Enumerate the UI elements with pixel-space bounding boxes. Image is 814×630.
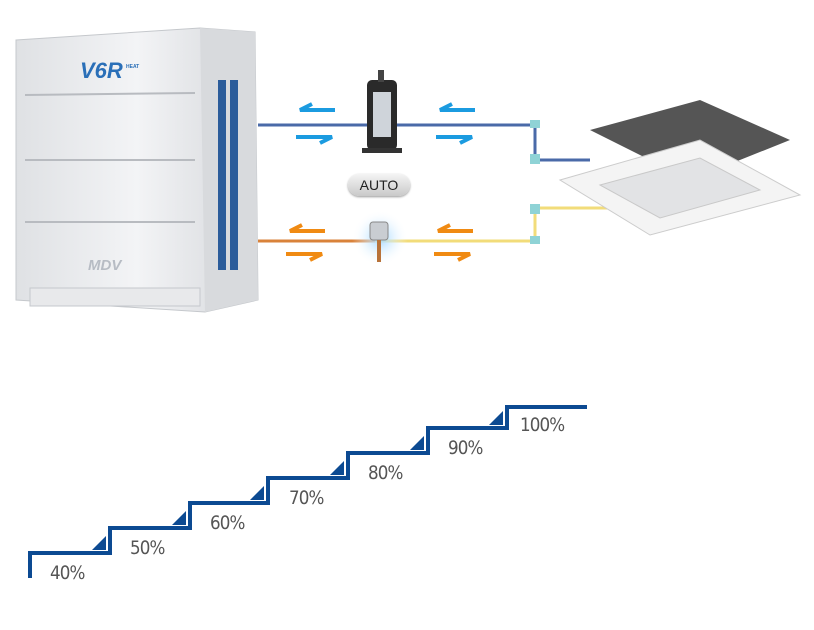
- model-logo-sub: HEAT: [126, 64, 139, 70]
- gas-pipe: [258, 120, 590, 164]
- compressor-icon: [362, 70, 402, 153]
- expansion-valve-icon: [352, 210, 408, 266]
- capacity-staircase: [28, 405, 587, 578]
- auto-badge: AUTO: [348, 174, 410, 196]
- step-label-80: 80%: [368, 462, 403, 484]
- liquid-pipe: [258, 204, 610, 244]
- step-label-100: 100%: [520, 414, 565, 436]
- model-logo: V6R: [80, 58, 123, 83]
- outdoor-unit: V6R HEAT MDV: [15, 27, 259, 313]
- step-label-90: 90%: [448, 437, 483, 459]
- step-label-60: 60%: [210, 512, 245, 534]
- brand-logo: MDV: [88, 257, 123, 274]
- indoor-cassette-unit: [558, 100, 802, 236]
- step-label-40: 40%: [50, 562, 85, 584]
- step-label-50: 50%: [130, 537, 165, 559]
- flow-arrows: [286, 102, 475, 262]
- step-label-70: 70%: [289, 487, 324, 509]
